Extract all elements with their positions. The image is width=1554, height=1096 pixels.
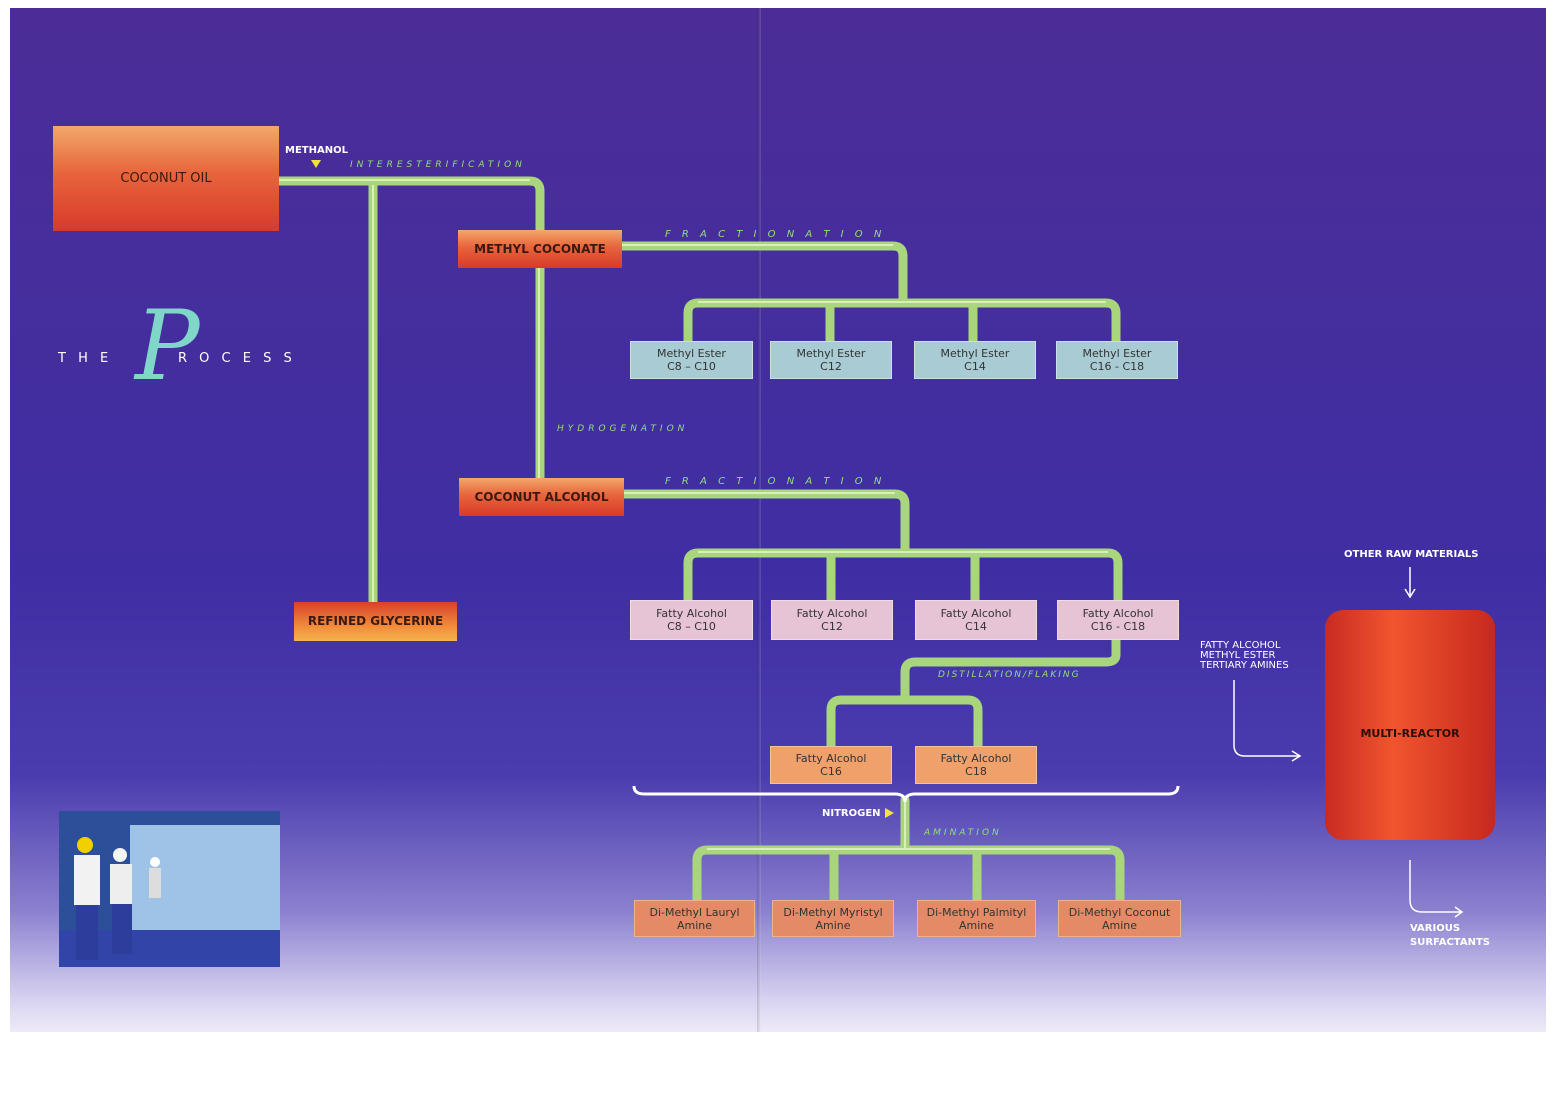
box-sub: Amine	[958, 918, 995, 932]
interesterification-label: INTERESTERIFICATION	[350, 160, 526, 170]
coconut-alcohol-box: COCONUT ALCOHOL	[459, 478, 624, 516]
box-name: Di-Methyl Lauryl	[649, 905, 740, 919]
methanol-label: METHANOL	[285, 145, 348, 156]
box-name: Fatty Alcohol	[940, 752, 1012, 765]
box-name: Methyl Ester	[1082, 347, 1152, 360]
box-carbon: C16 - C18	[1089, 360, 1145, 373]
box-name: Fatty Alcohol	[795, 752, 867, 765]
multi-reactor-vessel	[1325, 610, 1495, 840]
feed-line: FATTY ALCOHOL	[1200, 640, 1281, 651]
nitrogen-label: NITROGEN	[822, 808, 881, 819]
coconut-oil-box: COCONUT OIL	[53, 126, 279, 231]
methanol-arrow-icon	[311, 160, 321, 168]
box-name: Fatty Alcohol	[1082, 607, 1154, 620]
fractionation-label-2: F R A C T I O N A T I O N	[665, 476, 886, 487]
output-line: VARIOUS	[1410, 923, 1461, 934]
output-line: SURFACTANTS	[1410, 937, 1490, 948]
other-raw-materials-label: OTHER RAW MATERIALS	[1344, 549, 1479, 560]
box-name: Methyl Ester	[940, 347, 1010, 360]
box-carbon: C16	[820, 765, 842, 778]
control-room-photo	[59, 811, 280, 967]
box-carbon: C12	[820, 360, 842, 373]
box-sub: Amine	[1101, 918, 1138, 932]
distillation-label: DISTILLATION/FLAKING	[938, 670, 1081, 680]
box-carbon: C16 - C18	[1090, 620, 1146, 633]
pipe-distillation	[826, 635, 1121, 751]
reactor-feed-label: FATTY ALCOHOL METHYL ESTER TERTIARY AMIN…	[1200, 641, 1289, 671]
pipe-fraction2	[619, 489, 1123, 605]
amination-label: AMINATION	[924, 828, 1002, 838]
pipe-oil	[274, 176, 545, 237]
fractionation-label-1: F R A C T I O N A T I O N	[665, 229, 886, 240]
box-name: Fatty Alcohol	[656, 607, 727, 620]
box-carbon: C18	[965, 765, 987, 778]
box-name: Fatty Alcohol	[796, 607, 868, 620]
fold-line	[757, 8, 761, 1032]
box-name: Methyl Ester	[796, 347, 866, 360]
box-carbon: C14	[965, 620, 987, 633]
surfactants-label: VARIOUS SURFACTANTS	[1410, 922, 1490, 950]
feed-line: METHYL ESTER	[1200, 650, 1276, 661]
box-name: Di-Methyl Palmityl	[926, 905, 1027, 919]
title-the: T H E	[58, 351, 113, 366]
box-carbon: C14	[964, 360, 986, 373]
refined-glycerine-box: REFINED GLYCERINE	[294, 602, 457, 641]
box-carbon: C8 – C10	[667, 620, 716, 633]
box-name: Fatty Alcohol	[940, 607, 1012, 620]
box-sub: Amine	[815, 918, 851, 932]
pipe-fraction1	[617, 241, 1121, 346]
brace	[632, 785, 1180, 803]
box-carbon: C8 – C10	[667, 360, 716, 373]
methyl-coconate-box: METHYL COCONATE	[458, 230, 622, 268]
hydrogenation-label: HYDROGENATION	[557, 424, 689, 434]
multi-reactor-label: MULTI-REACTOR	[1360, 727, 1460, 740]
box-carbon: C12	[821, 620, 843, 633]
box-sub: Amine	[676, 918, 713, 932]
box-name: Di-Methyl Coconut	[1068, 905, 1171, 919]
title-p-logo: P	[135, 290, 200, 402]
box-name: Di-Methyl Myristyl	[783, 905, 883, 919]
title-rocess: R O C E S S	[178, 351, 296, 366]
box-name: Methyl Ester	[657, 347, 726, 360]
nitrogen-arrow-icon	[885, 808, 894, 818]
feed-line: TERTIARY AMINES	[1200, 660, 1289, 671]
